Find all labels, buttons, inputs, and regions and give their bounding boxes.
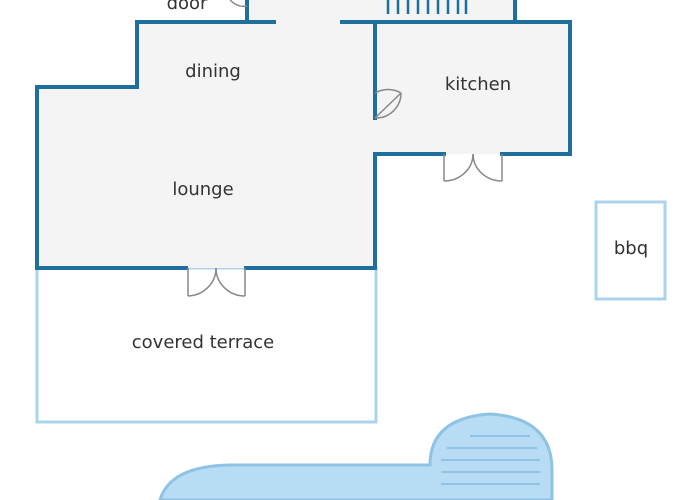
bbq-label: bbq xyxy=(613,238,649,259)
kitchen-floor xyxy=(375,22,570,154)
stairs xyxy=(386,0,468,14)
kitchen-double-door xyxy=(443,153,503,182)
bbq-area xyxy=(594,200,667,301)
entrance-hall xyxy=(247,0,515,22)
kitchen-inner-door xyxy=(374,88,402,119)
covered-terrace-area xyxy=(35,266,378,424)
lounge-dining-floor xyxy=(37,22,375,268)
pool xyxy=(158,412,554,500)
front-door-swing xyxy=(229,0,248,8)
door-label: door xyxy=(166,0,208,14)
walls xyxy=(35,0,572,270)
lounge-label: lounge xyxy=(172,179,234,200)
terrace-double-door xyxy=(187,267,246,297)
dining-label: dining xyxy=(185,61,241,82)
kitchen-label: kitchen xyxy=(444,74,512,95)
pool-ripples xyxy=(441,435,540,485)
covered-terrace-label: covered terrace xyxy=(131,332,275,353)
